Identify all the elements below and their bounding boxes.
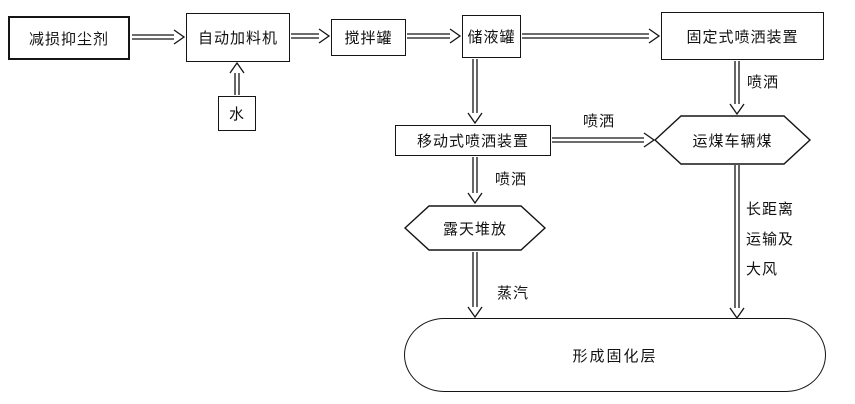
node-water-label: 水: [228, 107, 245, 123]
node-fixed-sprayer-label: 固定式喷洒装置: [686, 29, 799, 46]
node-cured-layer-label: 形成固化层: [572, 348, 658, 365]
node-cured-layer: 形成固化层: [404, 318, 826, 392]
node-storage-tank: 储液罐: [462, 15, 521, 58]
arrow-tank-to-mobile-sprayer: [468, 59, 482, 123]
node-dust-agent-label: 减损抑尘剂: [28, 31, 109, 48]
edge-label-steam: 蒸汽: [497, 286, 530, 302]
node-auto-feeder-label: 自动加料机: [197, 31, 278, 47]
edge-label-spray-fixed: 喷洒: [747, 75, 780, 91]
edge-label-long-distance-line2: 运输及: [746, 232, 795, 248]
arrow-mobile-sprayer-to-coal-vehicle: [552, 133, 654, 147]
arrow-open-stack-to-cured-layer: [468, 252, 482, 317]
arrow-coal-vehicle-to-cured-layer: [730, 165, 744, 318]
arrow-mobile-sprayer-to-open-stack: [468, 157, 482, 203]
edge-label-spray-to-vehicle: 喷洒: [583, 114, 616, 130]
arrow-fixed-sprayer-to-coal-vehicle: [730, 61, 744, 114]
node-fixed-sprayer: 固定式喷洒装置: [661, 12, 824, 60]
arrow-mixer-to-tank: [407, 29, 460, 43]
edge-label-long-distance-line3: 大风: [746, 262, 779, 278]
coal-vehicle-hexagon: [655, 116, 810, 164]
node-storage-tank-label: 储液罐: [467, 30, 516, 46]
node-mixing-tank: 搅拌罐: [331, 19, 406, 56]
edge-label-long-distance-line1: 长距离: [746, 202, 795, 218]
node-coal-vehicle-label: 运煤车辆煤: [692, 133, 773, 150]
node-water: 水: [218, 96, 256, 131]
node-mobile-sprayer-label: 移动式喷洒装置: [416, 134, 529, 150]
node-dust-agent: 减损抑尘剂: [8, 16, 130, 60]
node-mixing-tank-label: 搅拌罐: [344, 31, 393, 47]
arrow-water-to-feeder: [230, 63, 244, 95]
node-mobile-sprayer: 移动式喷洒装置: [395, 125, 551, 156]
open-stack-hexagon: [405, 206, 545, 250]
arrow-tank-to-fixed-sprayer: [522, 29, 659, 43]
node-auto-feeder: 自动加料机: [186, 13, 290, 62]
node-open-stack-label: 露天堆放: [442, 221, 507, 238]
arrow-feeder-to-mixer: [291, 29, 329, 43]
arrow-agent-to-feeder: [132, 30, 184, 44]
edge-label-spray-to-stack: 喷洒: [495, 172, 528, 188]
